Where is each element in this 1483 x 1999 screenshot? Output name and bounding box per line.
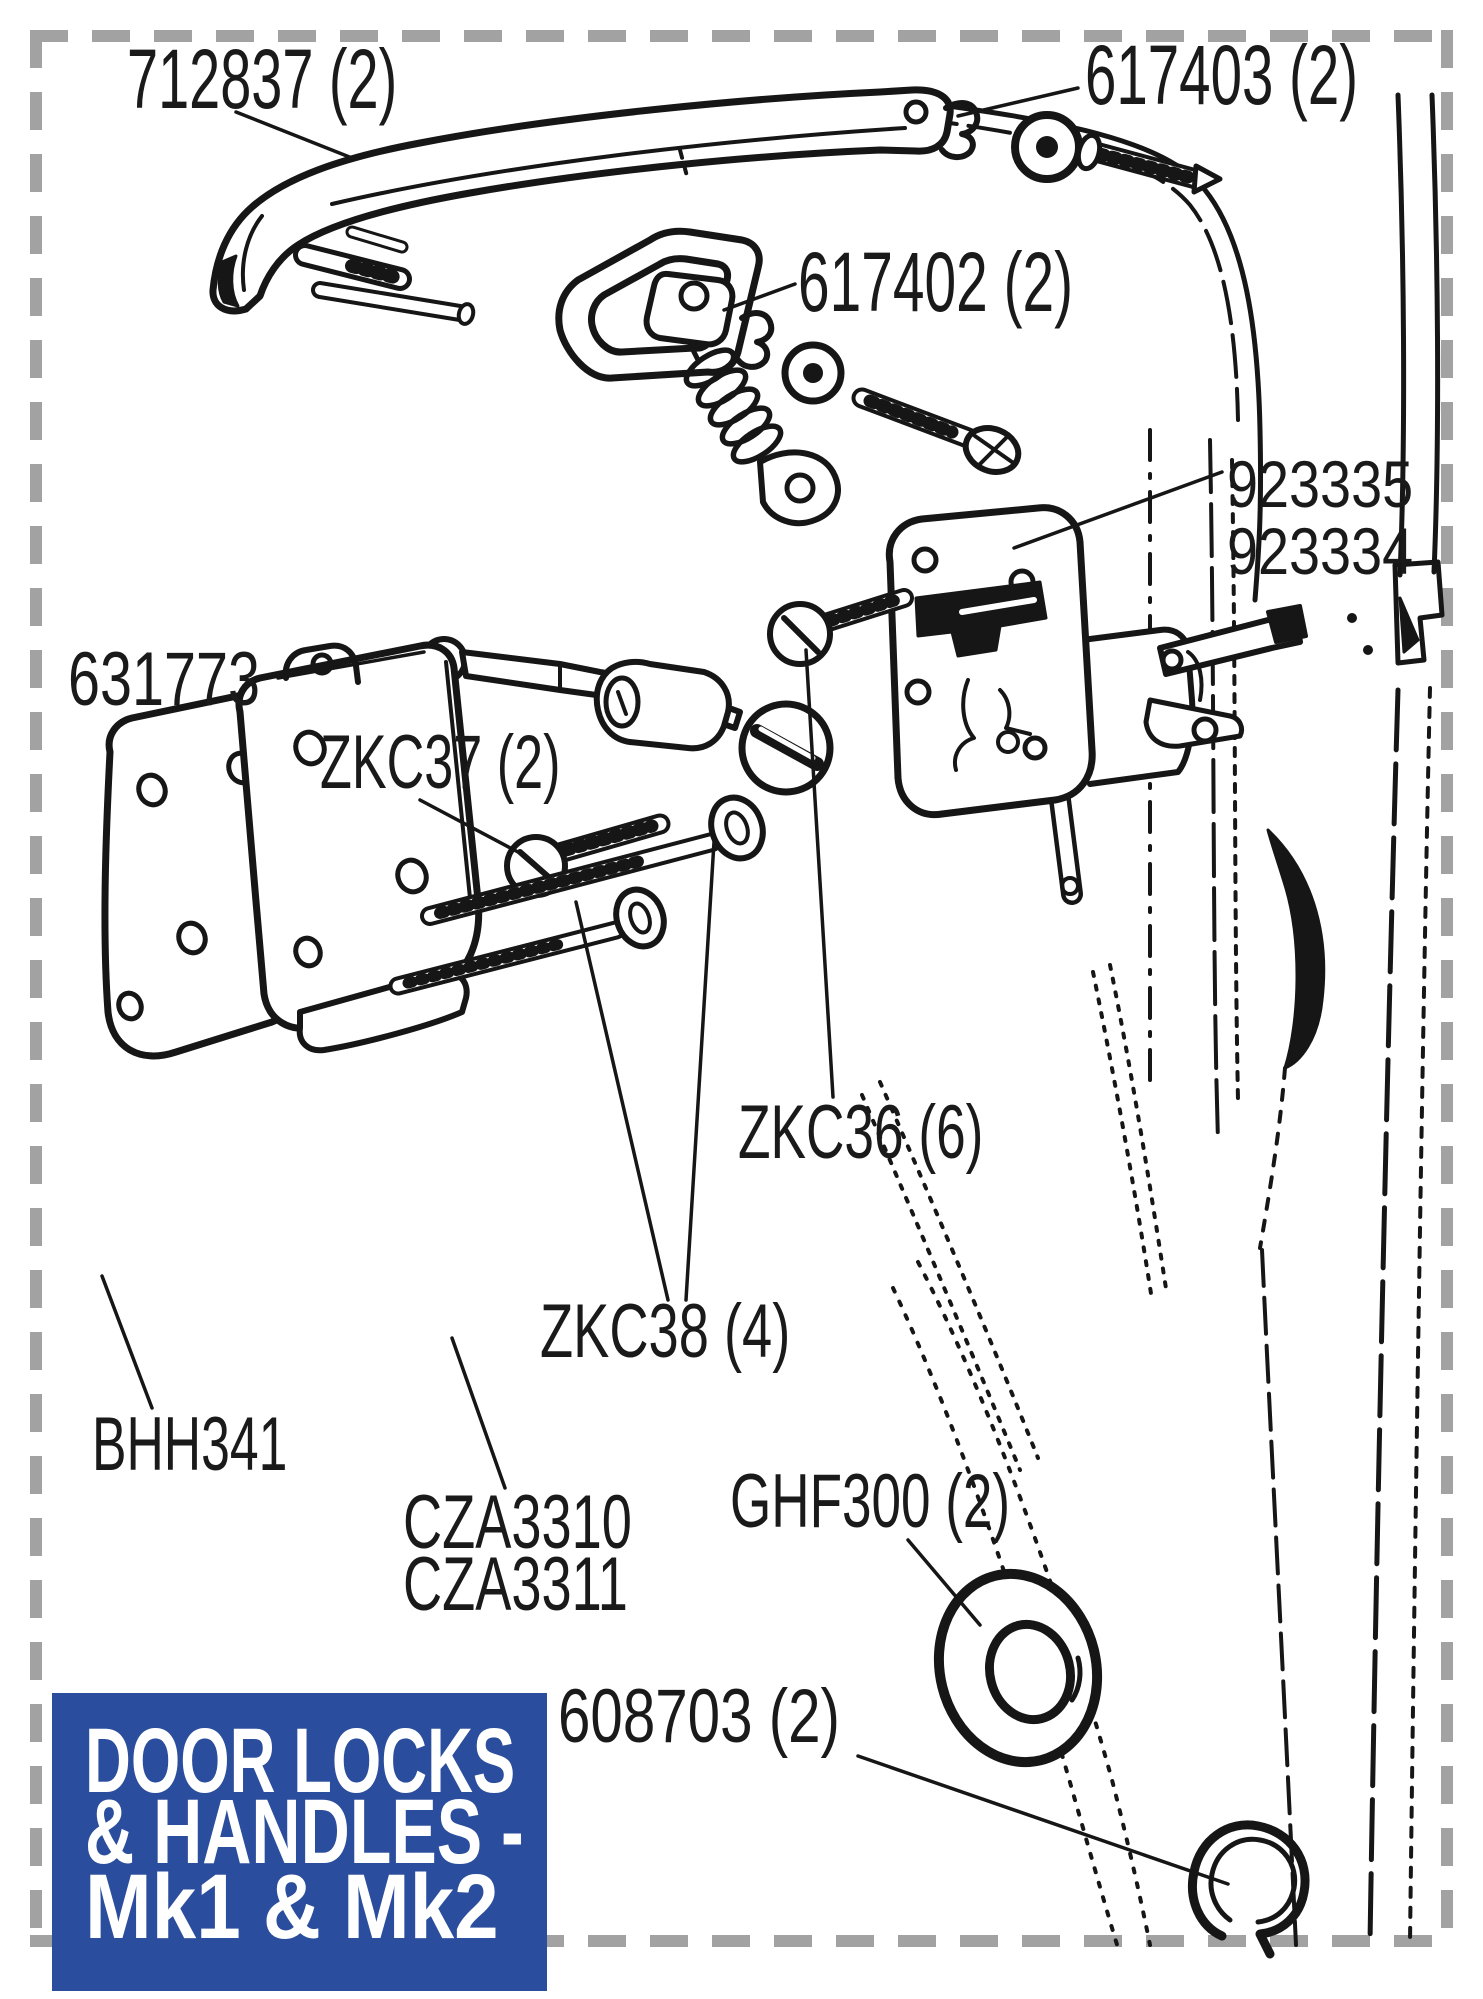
leader-bhh341 [100,1274,154,1410]
leader-zkc38-a [574,900,670,1302]
part-label-zkc38: ZKC38 (4) [540,1289,791,1374]
leader-lines [100,86,1230,1886]
leader-ghf300 [906,1538,982,1627]
part-label-712837: 712837 (2) [127,32,398,126]
leader-617403 [956,86,1080,118]
door-handle-drawing [209,86,954,326]
part-label-608703: 608703 (2) [558,1674,840,1759]
title-line-3: Mk1 & Mk2 [85,1856,499,1958]
diagram-title-box: DOOR LOCKS & HANDLES - Mk1 & Mk2 [52,1693,547,1991]
title-line-2: & HANDLES - [85,1781,524,1883]
leader-631773 [276,650,426,680]
leader-608703 [856,1754,1230,1886]
leader-712837 [234,110,354,160]
zkc38-screws-drawing [388,794,766,996]
page-border-top [30,30,1453,42]
part-label-923335: 923335 [1227,447,1414,521]
part-label-cza3311: CZA3311 [403,1542,628,1627]
zkc36-screw-drawing [767,588,914,667]
door-frame-drawing [860,92,1445,1950]
title-line-1: DOOR LOCKS [85,1710,516,1812]
page-border-right [1441,30,1453,1947]
leader-617402 [722,282,797,312]
key-and-lock-barrel-drawing [420,636,834,796]
part-label-bhh341: BHH341 [92,1402,288,1487]
page-border-left [30,30,42,1947]
escutcheon-gasket-drawing [555,227,1022,527]
part-label-631773: 631773 [68,637,260,722]
leader-zkc38-b [684,840,716,1302]
part-label-cza3310: CZA3310 [403,1480,632,1565]
part-label-617403: 617403 (2) [1085,28,1359,122]
part-label-617402: 617402 (2) [798,235,1074,329]
leader-923335 [1012,470,1224,550]
leader-cza3310 [450,1336,507,1490]
part-label-923334: 923334 [1227,514,1414,588]
leader-zkc37 [418,798,520,854]
spring-drawing [683,347,784,465]
part-label-zkc37: ZKC37 (2) [320,720,561,805]
leader-zkc36 [804,648,835,1099]
retaining-clip-drawing [1187,1820,1310,1959]
door-lock-assembly-drawing [885,504,1308,905]
part-label-ghf300: GHF300 (2) [730,1459,1011,1544]
part-label-zkc36: ZKC36 (6) [738,1090,984,1175]
handle-fixing-hardware-drawing [939,100,1223,195]
